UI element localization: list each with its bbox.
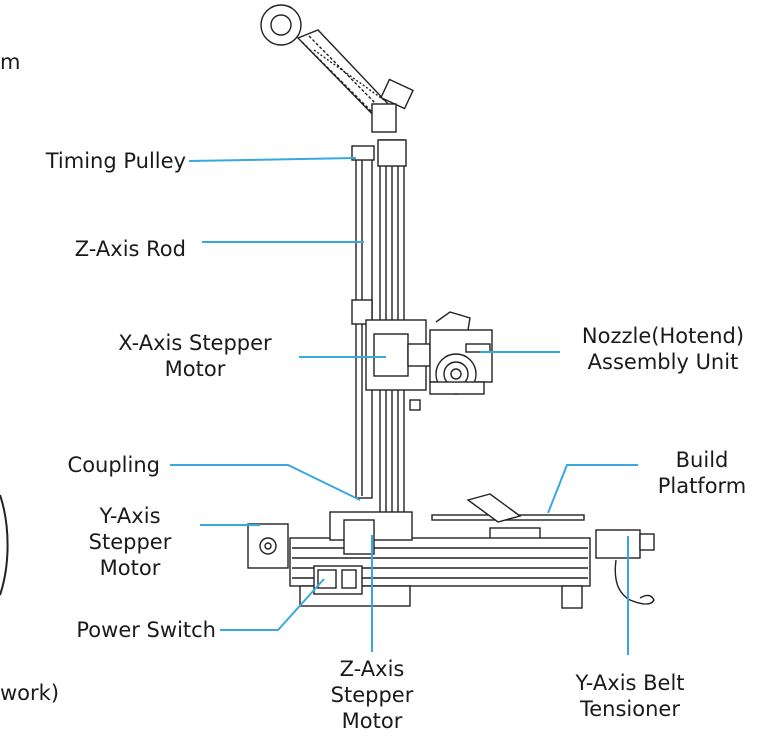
leader-power-switch	[220, 578, 325, 631]
y-stepper-drawing	[247, 523, 289, 569]
label-y-axis-stepper-line1: Y-Axis	[99, 504, 161, 528]
build-platform-drawing	[431, 493, 585, 543]
label-z-axis-stepper-line2: Stepper	[330, 683, 414, 707]
power-switch-drawing	[313, 565, 363, 595]
label-nozzle-line1: Nozzle(Hotend)	[581, 324, 745, 348]
label-build-platform: Build Platform	[636, 447, 768, 499]
label-nozzle-line2: Assembly Unit	[587, 350, 739, 374]
label-x-axis-stepper-line2: Motor	[164, 357, 226, 381]
label-build-platform-line1: Build	[675, 448, 729, 472]
label-coupling: Coupling	[67, 453, 160, 477]
leader-build-platform	[547, 464, 638, 514]
label-timing-pulley: Timing Pulley	[45, 149, 186, 173]
label-y-axis-belt: Y-Axis Belt Tensioner	[550, 670, 710, 722]
y-tensioner-drawing	[595, 529, 655, 605]
leader-coupling	[170, 464, 361, 501]
label-x-axis-stepper-line1: X-Axis Stepper	[118, 331, 272, 355]
label-z-axis-stepper-line3: Motor	[341, 709, 403, 733]
spool-holder	[260, 4, 414, 133]
label-z-axis-stepper-line1: Z-Axis	[339, 657, 405, 681]
label-z-axis-rod: Z-Axis Rod	[74, 237, 186, 261]
partial-label-top: m	[0, 50, 21, 74]
label-nozzle-assembly: Nozzle(Hotend) Assembly Unit	[558, 323, 768, 375]
leader-timing-pulley	[188, 157, 357, 162]
hotend-drawing	[429, 311, 493, 395]
label-y-axis-belt-line2: Tensioner	[580, 697, 680, 721]
label-z-axis-stepper: Z-Axis Stepper Motor	[312, 656, 432, 734]
label-y-axis-stepper-line2: Stepper	[88, 530, 172, 554]
label-y-axis-belt-line1: Y-Axis Belt	[575, 671, 685, 695]
label-x-axis-stepper: X-Axis Stepper Motor	[90, 330, 300, 382]
partial-label-bottom: work)	[0, 681, 60, 705]
label-power-switch: Power Switch	[76, 618, 216, 642]
label-build-platform-line2: Platform	[657, 474, 747, 498]
label-y-axis-stepper: Y-Axis Stepper Motor	[70, 503, 190, 581]
x-gantry	[351, 299, 431, 411]
detail-callout-circle	[0, 494, 9, 596]
label-y-axis-stepper-line3: Motor	[99, 556, 161, 580]
